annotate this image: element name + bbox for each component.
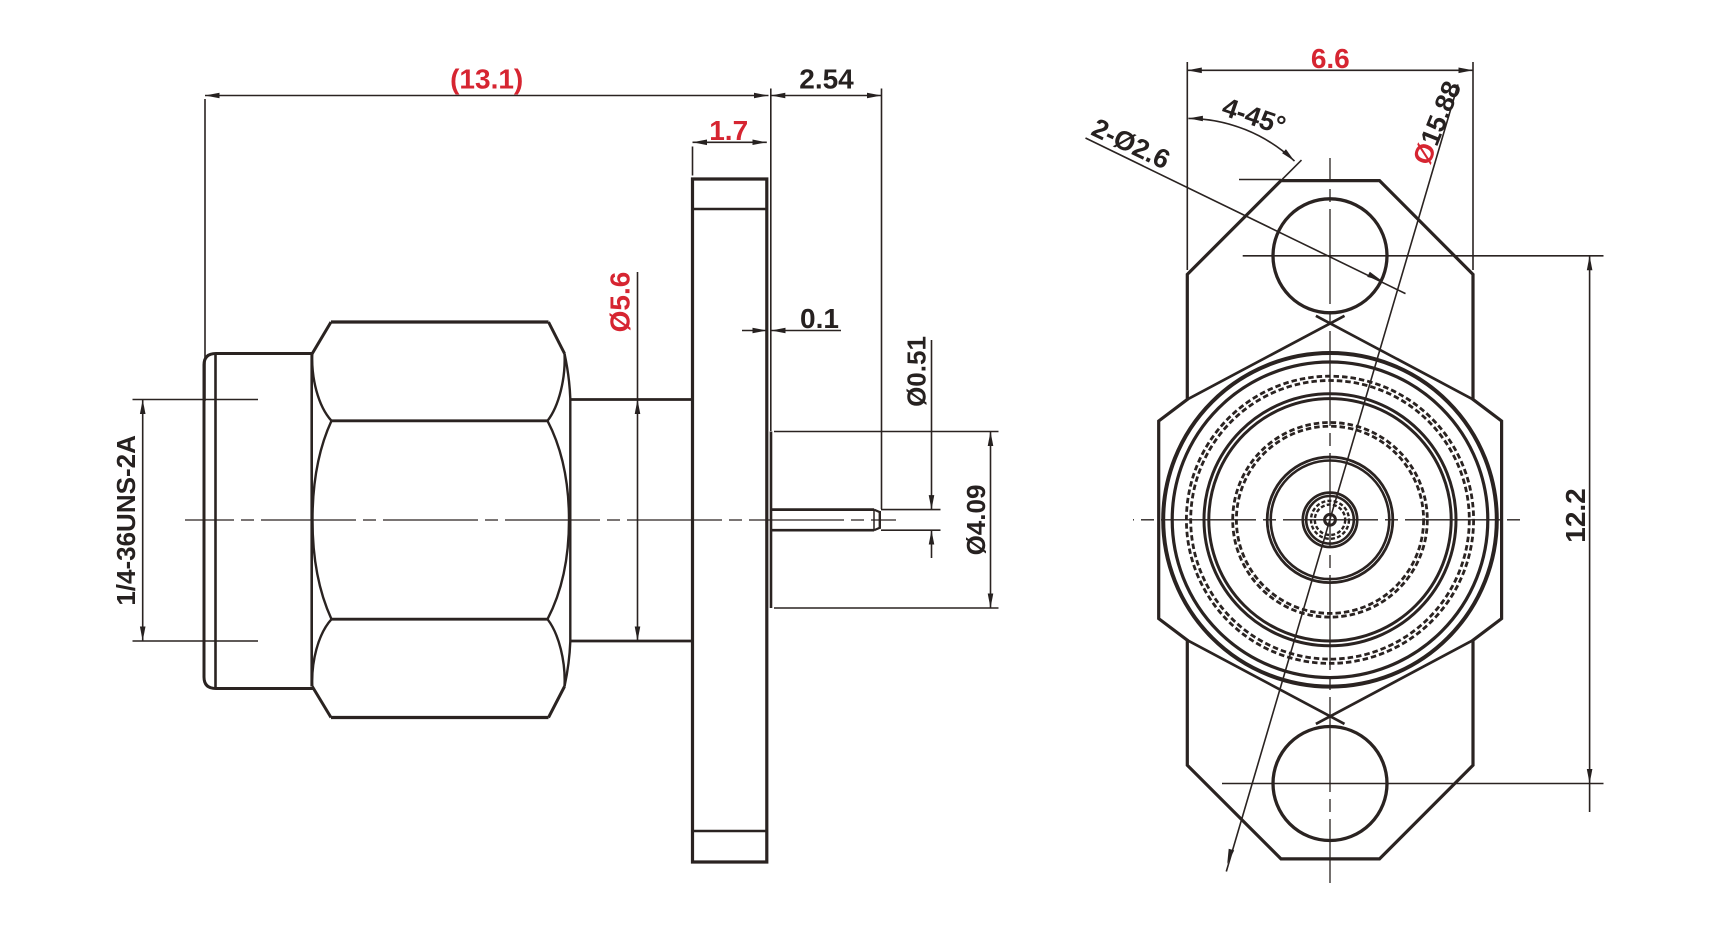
svg-text:Ø5.6: Ø5.6 [605,272,636,333]
svg-text:(13.1): (13.1) [450,64,523,95]
svg-text:6.6: 6.6 [1311,43,1350,74]
svg-text:2.54: 2.54 [799,64,854,95]
svg-text:1.7: 1.7 [709,115,748,146]
svg-text:12.2: 12.2 [1560,488,1591,543]
svg-text:0.1: 0.1 [800,303,839,334]
svg-text:Ø0.51: Ø0.51 [902,336,932,407]
svg-text:1/4-36UNS-2A: 1/4-36UNS-2A [111,435,141,606]
svg-text:Ø4.09: Ø4.09 [961,485,991,556]
